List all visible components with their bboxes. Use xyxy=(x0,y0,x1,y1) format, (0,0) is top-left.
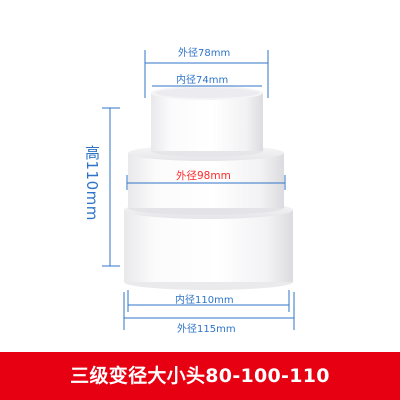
top-tier xyxy=(151,86,263,157)
outer-diameter-middle-label: 外径98mm xyxy=(176,170,231,182)
inner-diameter-bottom-label: 内径110mm xyxy=(175,295,234,306)
title-banner: 三级变径大小头80-100-110 xyxy=(0,352,400,400)
reducer-fitting-illustration xyxy=(102,50,295,330)
banner-title: 三级变径大小头80-100-110 xyxy=(70,365,330,387)
bottom-tier xyxy=(124,201,293,290)
outer-diameter-top-label: 外径78mm xyxy=(178,48,231,59)
dimension-lines xyxy=(102,50,295,330)
inner-diameter-top-label: 内径74mm xyxy=(176,75,229,86)
outer-diameter-bottom-label: 外径115mm xyxy=(177,324,236,335)
height-label: 高110mm xyxy=(83,145,101,221)
